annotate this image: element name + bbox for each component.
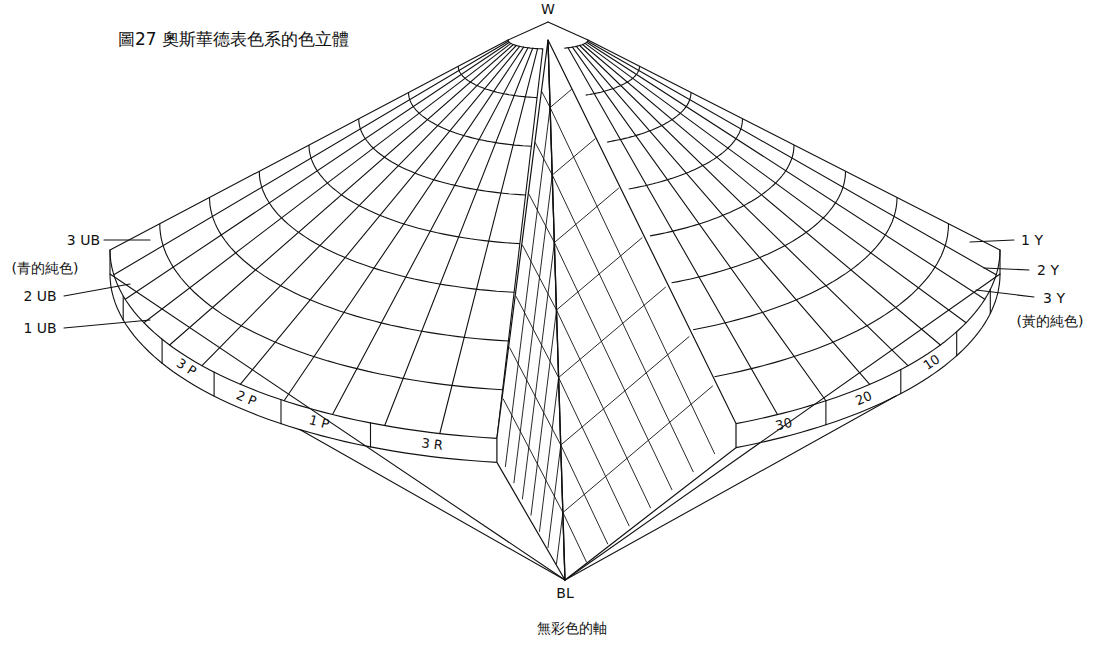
band-divider <box>825 401 826 425</box>
axis-caption: 無彩色的軸 <box>537 620 607 636</box>
face-grid-line <box>554 188 618 242</box>
radial-line <box>202 46 516 366</box>
face-grid-line <box>550 108 715 454</box>
note-label: (青的純色) <box>12 260 79 276</box>
face-grid-line <box>529 194 555 243</box>
face-grid-line <box>550 89 571 107</box>
radial-line <box>333 48 529 415</box>
leader-line <box>64 320 150 328</box>
face-grid-line <box>557 513 563 564</box>
face-grid-line <box>552 175 693 472</box>
latitude-ring <box>629 119 743 189</box>
face-grid-line <box>535 143 552 175</box>
lower-cone-line <box>110 274 565 580</box>
hue-label: 2 Y <box>1037 262 1059 278</box>
face-grid-line <box>510 348 561 445</box>
latitude-ring <box>110 250 497 438</box>
band-label: 20 <box>854 389 875 409</box>
band-divider <box>990 290 991 314</box>
radial-line <box>125 42 509 299</box>
leader-line <box>976 290 1034 297</box>
cut-face <box>548 40 736 580</box>
radial-line <box>144 43 511 322</box>
face-grid-line <box>523 245 557 310</box>
band-label: 1 P <box>307 413 330 433</box>
band-divider <box>370 423 371 447</box>
latitude-ring <box>693 198 897 330</box>
face-grid-line <box>542 91 551 107</box>
face-grid-line <box>516 297 559 378</box>
band-divider <box>123 296 124 320</box>
achromatic-axis <box>548 40 565 580</box>
radial-line <box>588 41 997 275</box>
radial-line <box>588 40 1000 250</box>
face-grid-line <box>540 378 559 532</box>
face-grid-line <box>561 337 689 445</box>
radial-line <box>240 46 519 384</box>
hue-label: 3 Y <box>1043 290 1065 306</box>
band-divider <box>109 250 110 274</box>
band-label: 3 R <box>421 436 444 453</box>
latitude-ring <box>672 171 846 282</box>
band-divider <box>900 370 901 394</box>
radial-line <box>110 40 508 250</box>
hue-label: 1 Y <box>1021 232 1043 248</box>
face-grid-line <box>503 399 563 512</box>
band-divider <box>162 339 163 363</box>
band-label: 3 P <box>174 356 199 379</box>
band-label: 10 <box>921 352 943 374</box>
face-grid-line <box>522 243 554 500</box>
rim-band-edge <box>110 274 497 462</box>
band-divider <box>280 400 281 424</box>
latitude-ring <box>650 145 794 236</box>
apex-line <box>548 22 588 40</box>
face-grid-line <box>557 238 643 310</box>
face-grid-line <box>563 386 713 512</box>
face-grid-line <box>559 378 630 526</box>
latitude-ring <box>210 198 509 342</box>
latitude-ring <box>160 224 503 390</box>
apex-line <box>508 22 548 40</box>
face-grid-line <box>559 287 666 377</box>
band-divider <box>214 372 215 396</box>
pole-label: W <box>541 1 555 17</box>
pole-label: BL <box>556 585 573 601</box>
band-divider <box>999 250 1000 274</box>
leader-line <box>64 284 130 296</box>
leader-line <box>104 239 150 240</box>
hue-label: 2 UB <box>23 288 56 304</box>
latitude-ring <box>259 171 514 292</box>
radial-line <box>170 45 514 346</box>
figure-title: 圖27 奧斯華德表色系的色立體 <box>118 30 349 50</box>
rim-band-edge <box>736 274 1000 448</box>
leader-line <box>984 268 1029 270</box>
band-label: 2 P <box>234 388 258 410</box>
band-label: 30 <box>774 416 794 435</box>
face-grid-line <box>552 139 595 175</box>
face-grid-line <box>563 513 587 562</box>
leader-line <box>970 240 1014 242</box>
hue-label: 3 UB <box>67 232 100 248</box>
radial-line <box>114 41 509 275</box>
radial-line <box>284 47 523 401</box>
note-label: (黃的純色) <box>1017 313 1084 329</box>
hue-label: 1 UB <box>23 320 56 336</box>
latitude-ring <box>309 145 520 244</box>
band-divider <box>956 332 957 356</box>
